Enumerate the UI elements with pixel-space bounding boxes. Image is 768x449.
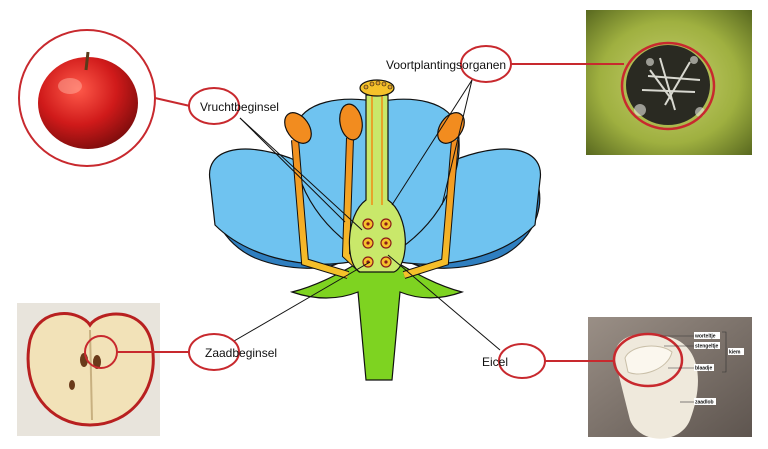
anther-mid: [339, 103, 363, 141]
label-zaadlob: zaadlob: [695, 400, 714, 406]
label-reproductive-organs: Voortplantingsorganen: [386, 58, 506, 72]
apple-calyx-photo: [586, 10, 752, 155]
seed-photo: worteltje stengeltje blaadje kiem zaadlo…: [588, 317, 752, 439]
anther-right: [437, 112, 465, 144]
apple-photo: [18, 29, 156, 167]
photo-connectors: [117, 63, 624, 362]
label-stengeltje: stengeltje: [695, 344, 719, 350]
label-kiem: kiem: [729, 350, 741, 356]
label-worteltje: worteltje: [694, 334, 716, 340]
label-ovary: Vruchtbeginsel: [200, 100, 279, 114]
pistil: [348, 94, 406, 273]
stamen-filament-left: [292, 139, 349, 278]
label-circles: [188, 45, 546, 379]
leader-lines: [221, 79, 501, 351]
label-egg-cell: Eicel: [482, 355, 508, 369]
label-blaadje: blaadje: [695, 366, 712, 372]
anther-left: [284, 112, 312, 144]
calyx-callout-circle: [620, 41, 716, 131]
stamen-filament-right: [403, 139, 458, 278]
flower-illustration: [209, 79, 541, 381]
apple-section-photo: [17, 303, 160, 436]
label-ovule: Zaadbeginsel: [205, 346, 277, 360]
stem-receptacle: [289, 261, 465, 381]
